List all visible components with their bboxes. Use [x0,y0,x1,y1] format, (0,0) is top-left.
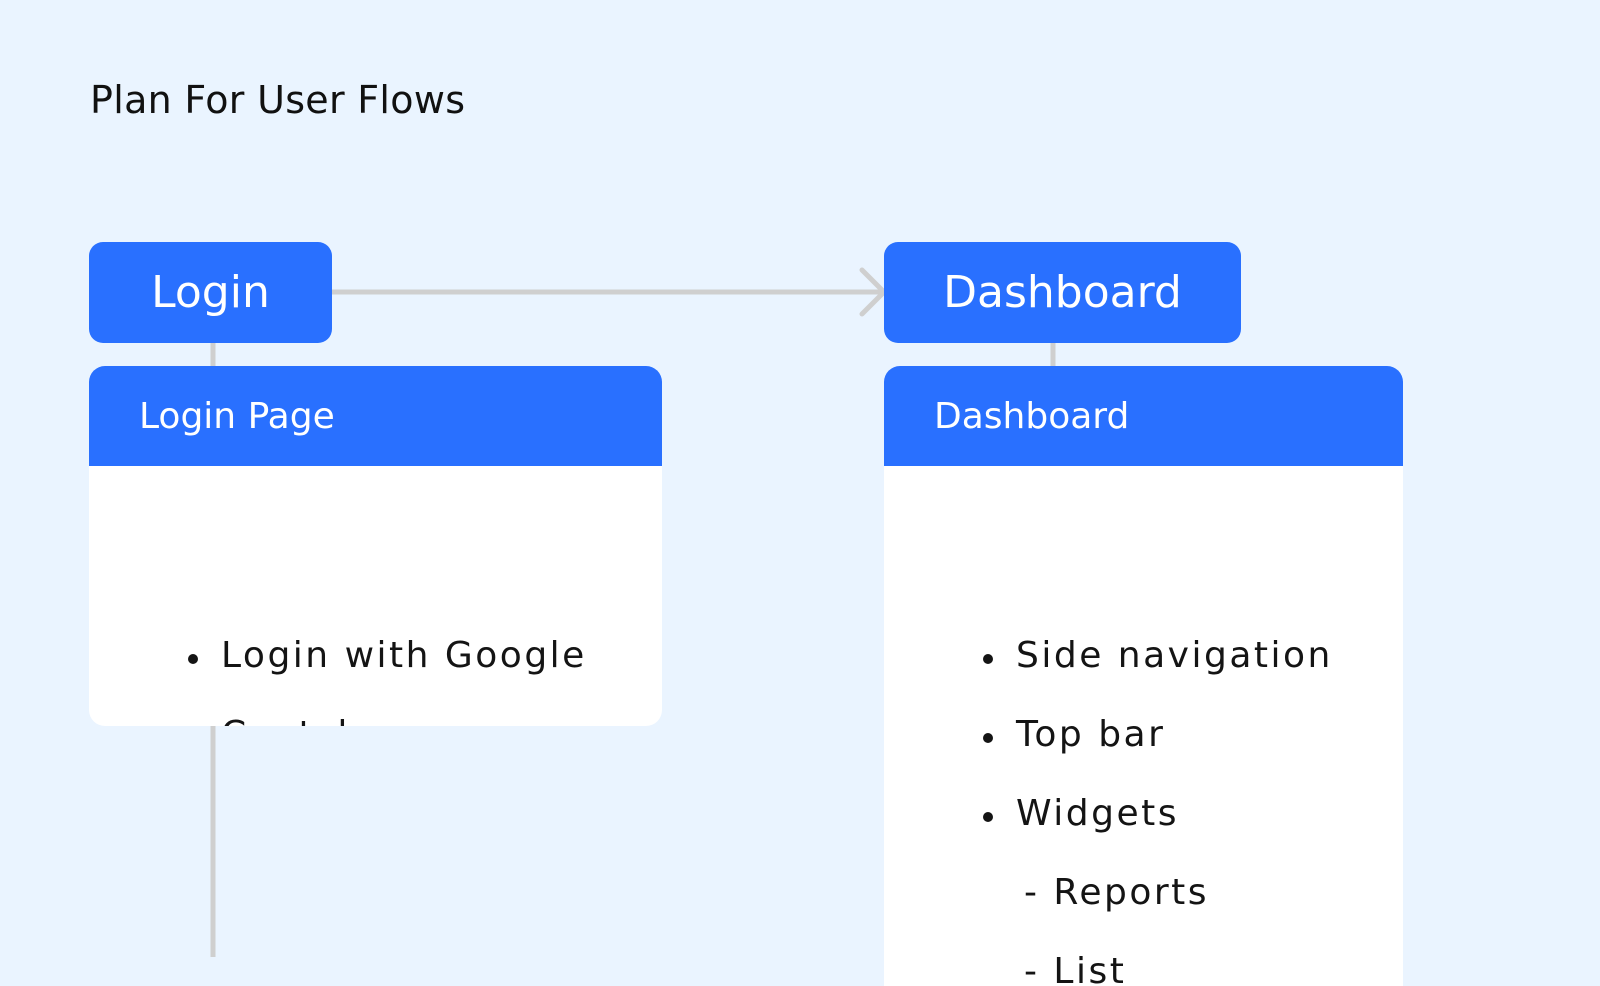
bullet-dot-icon [983,812,993,822]
dashboard-node-label: Dashboard [943,267,1182,318]
login-node[interactable]: Login [89,242,332,343]
page-title: Plan For User Flows [90,78,466,122]
list-item: Login with Google [221,635,587,676]
bullet-dot-icon [188,654,198,664]
login-page-card-title: Login Page [139,395,335,437]
dashboard-card-title: Dashboard [934,395,1130,437]
sub-list-item: - Reports [1024,872,1210,913]
sub-list-item: - List [1024,951,1127,986]
bullet-dot-icon [983,654,993,664]
list-item: Captcha [221,714,387,726]
diagram-canvas: Plan For User Flows Login Dashboard Logi… [89,78,1403,986]
list-item: Widgets [1016,793,1180,834]
dashboard-card-header: Dashboard [884,366,1403,466]
login-page-card: Login Page Login with Google Captcha [89,366,662,726]
list-item: Top bar [1016,714,1166,755]
dashboard-node[interactable]: Dashboard [884,242,1241,343]
login-page-card-header: Login Page [89,366,662,466]
login-node-label: Login [151,267,270,318]
dashboard-card: Dashboard Side navigation Top bar Widget… [884,366,1403,986]
bullet-dot-icon [983,733,993,743]
list-item: Side navigation [1016,635,1333,676]
